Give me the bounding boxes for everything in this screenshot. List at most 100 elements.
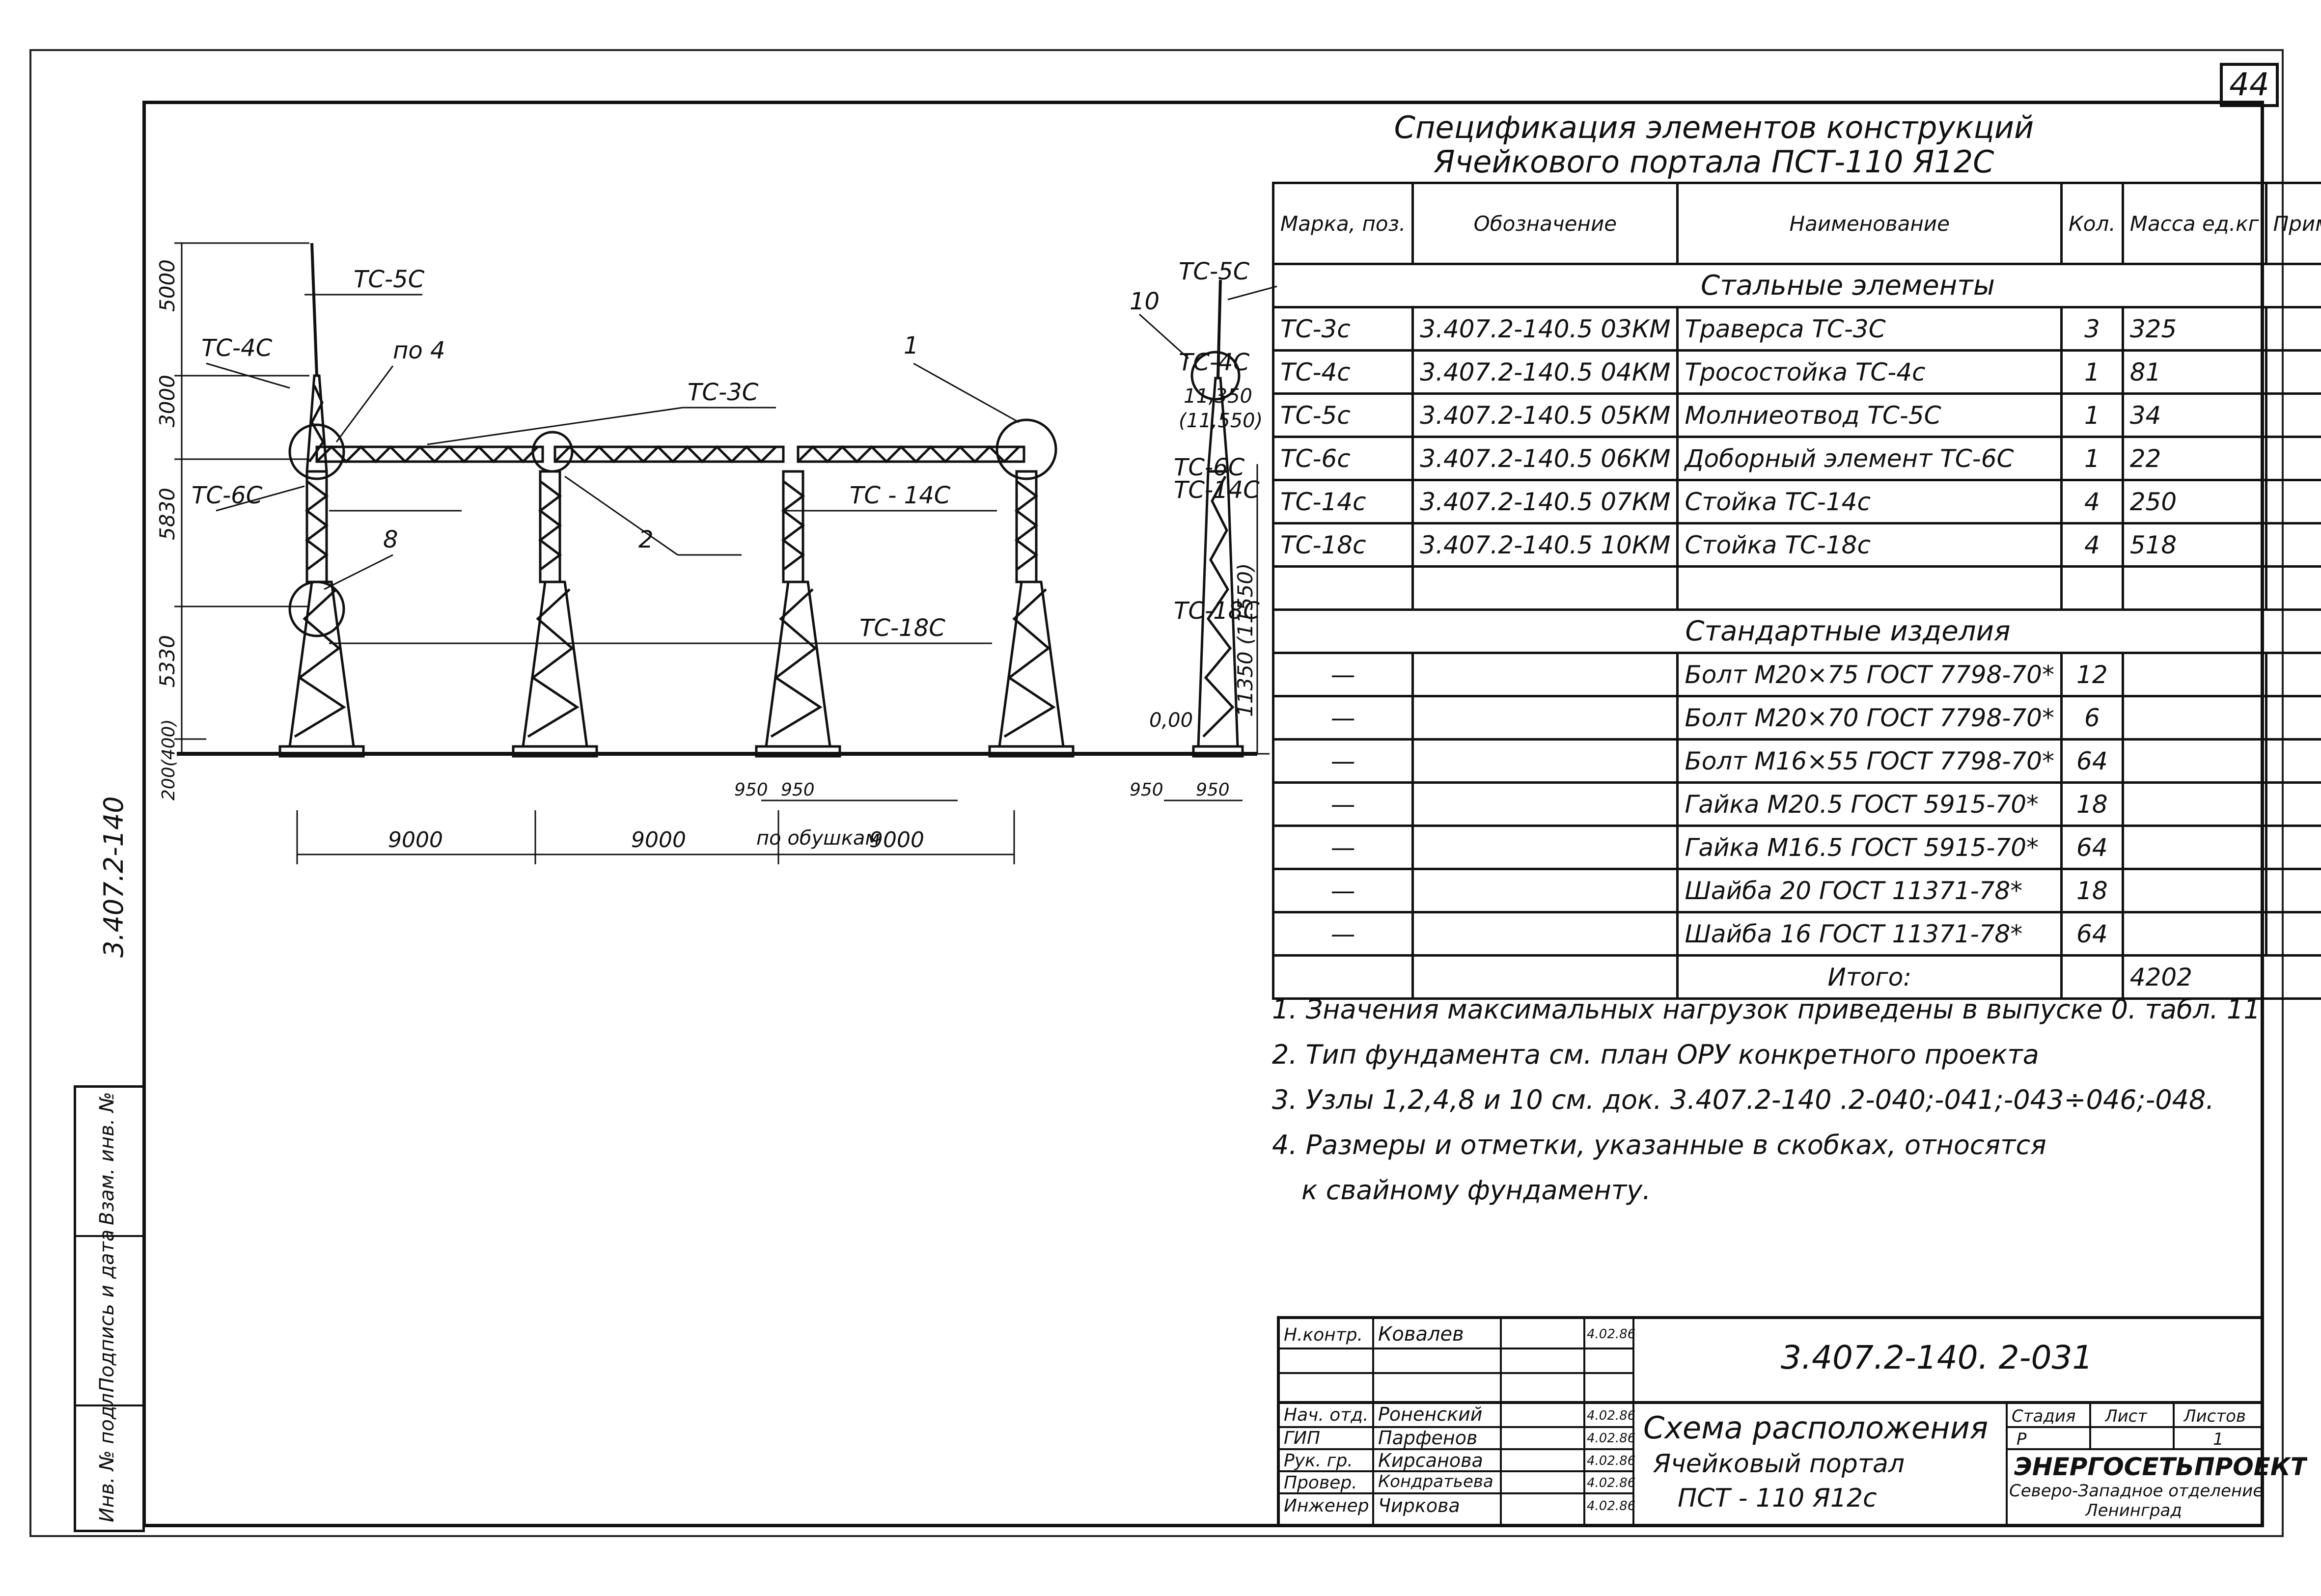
cell-qty: 3	[2060, 306, 2124, 352]
total-row: Итого: 4202	[1271, 954, 2321, 1000]
sheets-header: Листов	[2183, 1406, 2246, 1426]
side-stamp: Инв. № подл. Подпись и дата Взам. инв. №	[74, 1085, 145, 1532]
label-node-4: по 4	[393, 337, 445, 364]
cell-qty: 1	[2060, 349, 2124, 395]
org-name: ЭНЕРГОСЕТЬПРОЕКТ	[2014, 1453, 2307, 1481]
cell-mark: ТС-3с	[1271, 306, 1414, 352]
cell-note	[2265, 306, 2321, 352]
cell-name: Шайба 20 ГОСТ 11371-78*	[1676, 868, 2063, 913]
stamp-name-line-2: Ячейковый портал	[1653, 1449, 1905, 1479]
side-stamp-replace: Взам. инв. №	[96, 1092, 118, 1225]
cell-note	[2265, 522, 2321, 568]
cell-code: 3.407.2-140.5 05КМ	[1411, 392, 1679, 438]
col-header-note: Примеча-ние	[2265, 182, 2321, 265]
label-tc5c: ТС-5С	[354, 266, 425, 293]
cell-code: 3.407.2-140.5 06КМ	[1411, 436, 1679, 481]
table-row: ТС-18с 3.407.2-140.5 10КМ Стойка ТС-18с …	[1271, 522, 2321, 568]
sheets-value: 1	[2213, 1430, 2224, 1449]
cell-note	[2265, 436, 2321, 481]
vertical-dimension-left	[174, 242, 309, 754]
cell-name: Стойка ТС-14с	[1676, 479, 2063, 524]
table-row: — Гайка М20.5 ГОСТ 5915-70* 18	[1271, 781, 2321, 827]
table-row: — Болт М16×55 ГОСТ 7798-70* 64	[1271, 738, 2321, 784]
stamp-date: 4.02.86	[1587, 1476, 1636, 1490]
cell-name: Гайка М20.5 ГОСТ 5915-70*	[1676, 781, 2063, 827]
stamp-name: Роненский	[1378, 1403, 1483, 1425]
cell-qty: 1	[2060, 436, 2124, 481]
spec-title-line-2: Ячейкового портала ПСТ-110 Я12С	[1434, 144, 1994, 180]
section-row: Стандартные изделия	[1272, 608, 2321, 654]
node-8-circle	[288, 580, 345, 637]
note-2: 2. Тип фундамента см. план ОРУ конкретно…	[1272, 1039, 2039, 1070]
table-row: — Шайба 16 ГОСТ 11371-78* 64	[1271, 911, 2321, 957]
vertical-document-code: 3.407.2-140	[98, 796, 129, 958]
cell-mass: 34	[2121, 392, 2267, 438]
cell-mass: 250	[2121, 479, 2267, 524]
table-row: — Гайка М16.5 ГОСТ 5915-70* 64	[1271, 825, 2321, 870]
stamp-role: Н.контр.	[1284, 1325, 1363, 1345]
org-branch: Северо-Западное отделение	[2009, 1481, 2264, 1501]
sheet-header: Лист	[2105, 1406, 2148, 1426]
label-tc18c: ТС-18С	[859, 614, 945, 642]
stamp-name-line-1: Схема расположения	[1643, 1410, 1989, 1446]
stamp-role: Инженер	[1284, 1496, 1369, 1516]
cell-mark: —	[1271, 868, 1414, 913]
side-stamp-divider	[76, 1235, 142, 1237]
dim-11350: 11350 (11550)	[1233, 563, 1257, 717]
label-tc3c: ТС-3С	[688, 379, 759, 406]
cell-mass: 22	[2121, 436, 2267, 481]
side-stamp-inv: Инв. № подл.	[96, 1387, 118, 1522]
stamp-name: Кондратьева	[1378, 1472, 1493, 1491]
table-row: — Шайба 20 ГОСТ 11371-78* 18	[1271, 868, 2321, 913]
table-row-empty	[1271, 565, 2321, 611]
cell-mark: —	[1271, 738, 1414, 784]
stamp-role: ГИП	[1284, 1428, 1321, 1448]
cell-code: 3.407.2-140.5 07КМ	[1411, 479, 1679, 524]
cell-qty: 6	[2060, 695, 2124, 741]
title-block: 3.407.2-140. 2-031 Н.контр. Ковалев 4.02…	[1277, 1316, 2307, 1527]
cell-qty: 64	[2060, 738, 2124, 784]
label-zero-mark: 0,00	[1149, 709, 1193, 732]
cell-mark: —	[1271, 781, 1414, 827]
horizontal-dimension	[296, 799, 1243, 864]
section-title-standard: Стандартные изделия	[1272, 608, 2321, 654]
table-row: ТС-14с 3.407.2-140.5 07КМ Стойка ТС-14с …	[1271, 479, 2321, 524]
tower-lower-2	[512, 580, 598, 758]
cell-name: Тросостойка ТС-4с	[1676, 349, 2063, 395]
side-stamp-sign: Подпись и дата	[96, 1229, 118, 1392]
lightning-mast-left	[305, 243, 328, 473]
document-code: 3.407.2-140. 2-031	[1781, 1339, 2093, 1376]
table-row: ТС-5с 3.407.2-140.5 05КМ Молниеотвод ТС-…	[1271, 392, 2321, 438]
cell-qty: 4	[2060, 479, 2124, 524]
stamp-date: 4.02.86	[1587, 1327, 1636, 1342]
org-city: Ленинград	[2085, 1501, 2182, 1520]
table-row: — Болт М20×75 ГОСТ 7798-70* 12	[1271, 652, 2321, 697]
cell-name: Стойка ТС-18с	[1676, 522, 2063, 568]
node-2-circle	[531, 431, 574, 473]
col-header-mass: Масса ед.кг	[2121, 182, 2267, 265]
tower-lower-4	[988, 580, 1075, 758]
dim-9000-2: 9000	[631, 827, 686, 853]
stamp-date: 4.02.86	[1587, 1454, 1636, 1468]
stamp-date: 4.02.86	[1587, 1499, 1636, 1513]
cell-code: 3.407.2-140.5 10КМ	[1411, 522, 1679, 568]
tower-lower-1	[278, 580, 365, 758]
label-tc14c: ТС - 14С	[850, 482, 951, 509]
cell-mark: ТС-14с	[1271, 479, 1414, 524]
label-node-2: 2	[638, 526, 654, 553]
table-row: — Болт М20×70 ГОСТ 7798-70* 6	[1271, 695, 2321, 741]
cell-qty: 18	[2060, 781, 2124, 827]
dim-200-400: 200(400)	[159, 719, 179, 800]
label-mark-11550: (11,550)	[1179, 410, 1263, 432]
cell-mark: —	[1271, 825, 1414, 870]
section-row: Стальные элементы	[1272, 263, 2321, 308]
col-header-code: Обозначение	[1411, 182, 1679, 265]
cell-name: Шайба 16 ГОСТ 11371-78*	[1676, 911, 2063, 957]
table-header-row: Марка, поз. Обозначение Наименование Кол…	[1271, 182, 2321, 265]
portal-drawing: ТС-5С ТС-4С по 4 ТС-3С 1 ТС-6С ТС - 14С …	[155, 242, 1277, 864]
note-4: 4. Размеры и отметки, указанные в скобка…	[1272, 1129, 2046, 1160]
cell-code: 3.407.2-140.5 04КМ	[1411, 349, 1679, 395]
note-3: 3. Узлы 1,2,4,8 и 10 см. док. 3.407.2-14…	[1272, 1084, 2214, 1115]
dim-950-3: 950	[1130, 780, 1163, 800]
spec-title: Спецификация элементов конструкций Ячейк…	[1272, 110, 2156, 179]
